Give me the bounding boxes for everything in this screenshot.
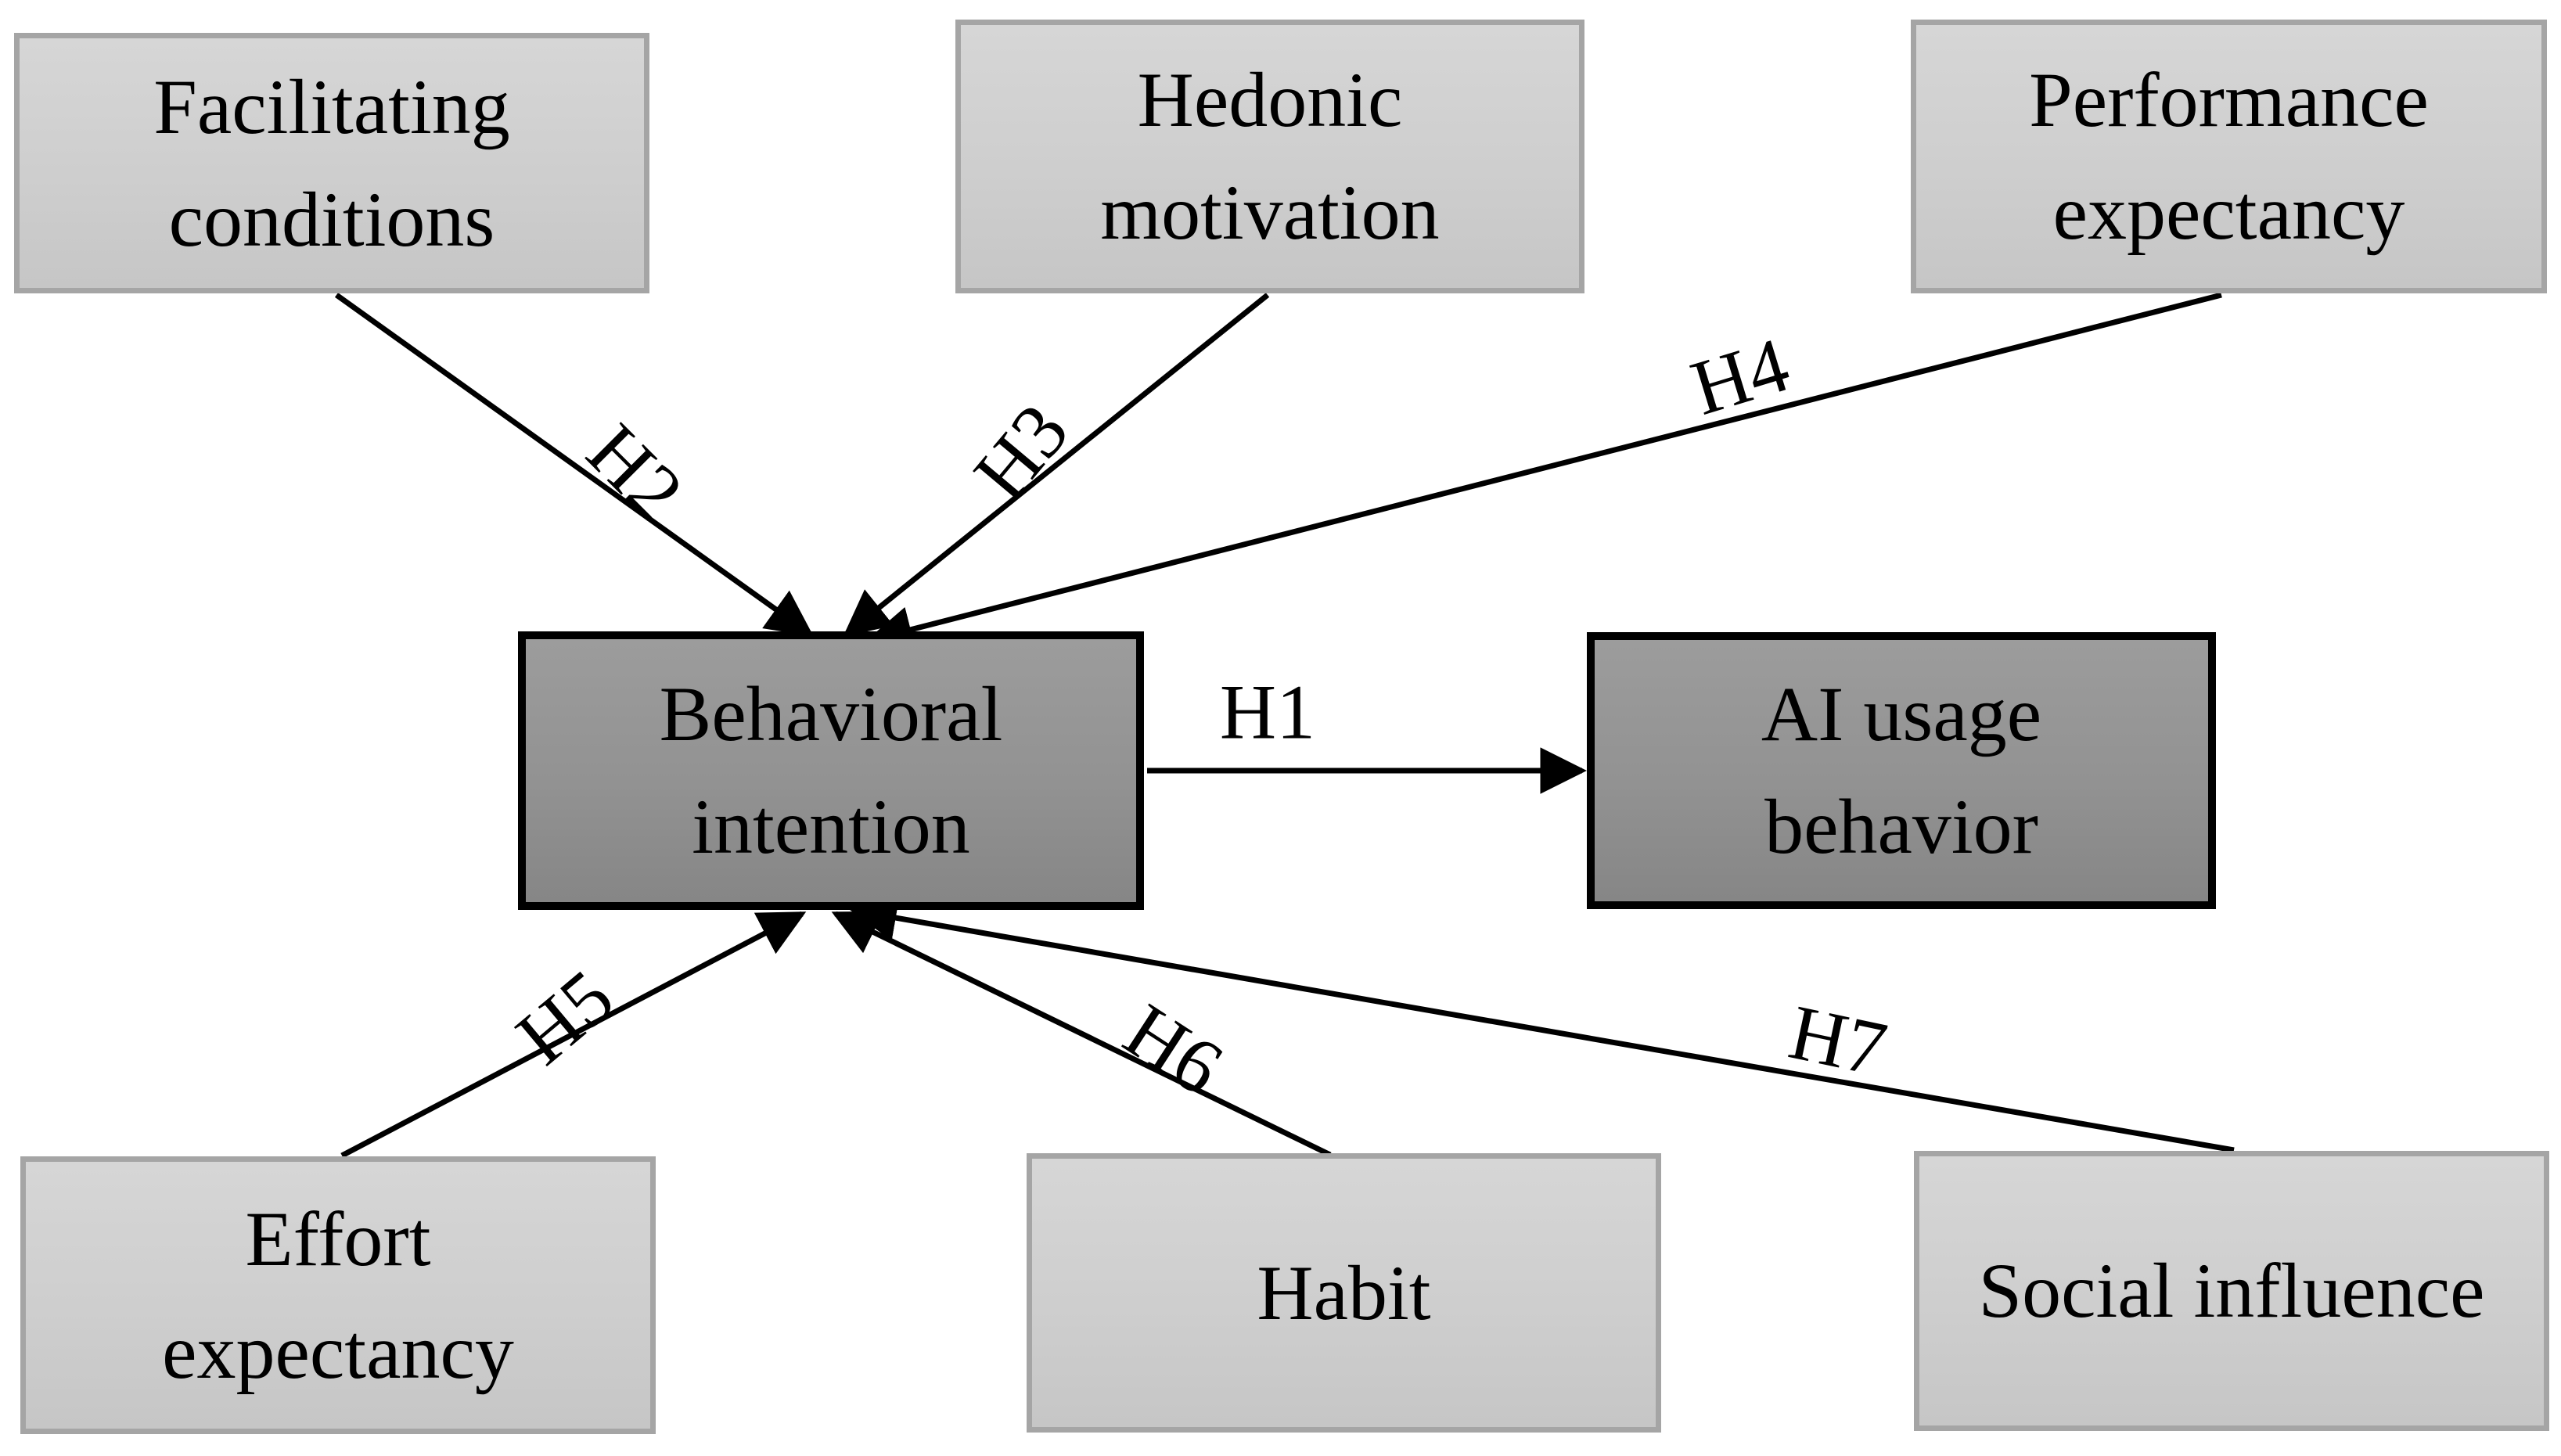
node-behavioral-intention: Behavioral intention <box>518 631 1144 910</box>
node-effort-expectancy: Effort expectancy <box>20 1156 656 1434</box>
arrow-h2 <box>334 293 814 637</box>
arrow-h7 <box>850 894 2235 1153</box>
arrow-h6 <box>831 911 1332 1158</box>
arrow-h3 <box>843 293 1270 637</box>
edge-label-h1: H1 <box>1219 668 1316 756</box>
node-social-influence: Social influence <box>1914 1151 2549 1431</box>
node-ai-usage-behavior: AI usage behavior <box>1587 632 2216 909</box>
arrow-h5 <box>340 911 807 1159</box>
arrow-h4 <box>865 292 2222 653</box>
node-hedonic-motivation: Hedonic motivation <box>955 20 1584 293</box>
node-facilitating-conditions: Facilitating conditions <box>14 33 649 293</box>
edge-label-h7: H7 <box>1782 988 1894 1093</box>
node-habit: Habit <box>1027 1153 1661 1433</box>
node-performance-expectancy: Performance expectancy <box>1911 20 2547 293</box>
